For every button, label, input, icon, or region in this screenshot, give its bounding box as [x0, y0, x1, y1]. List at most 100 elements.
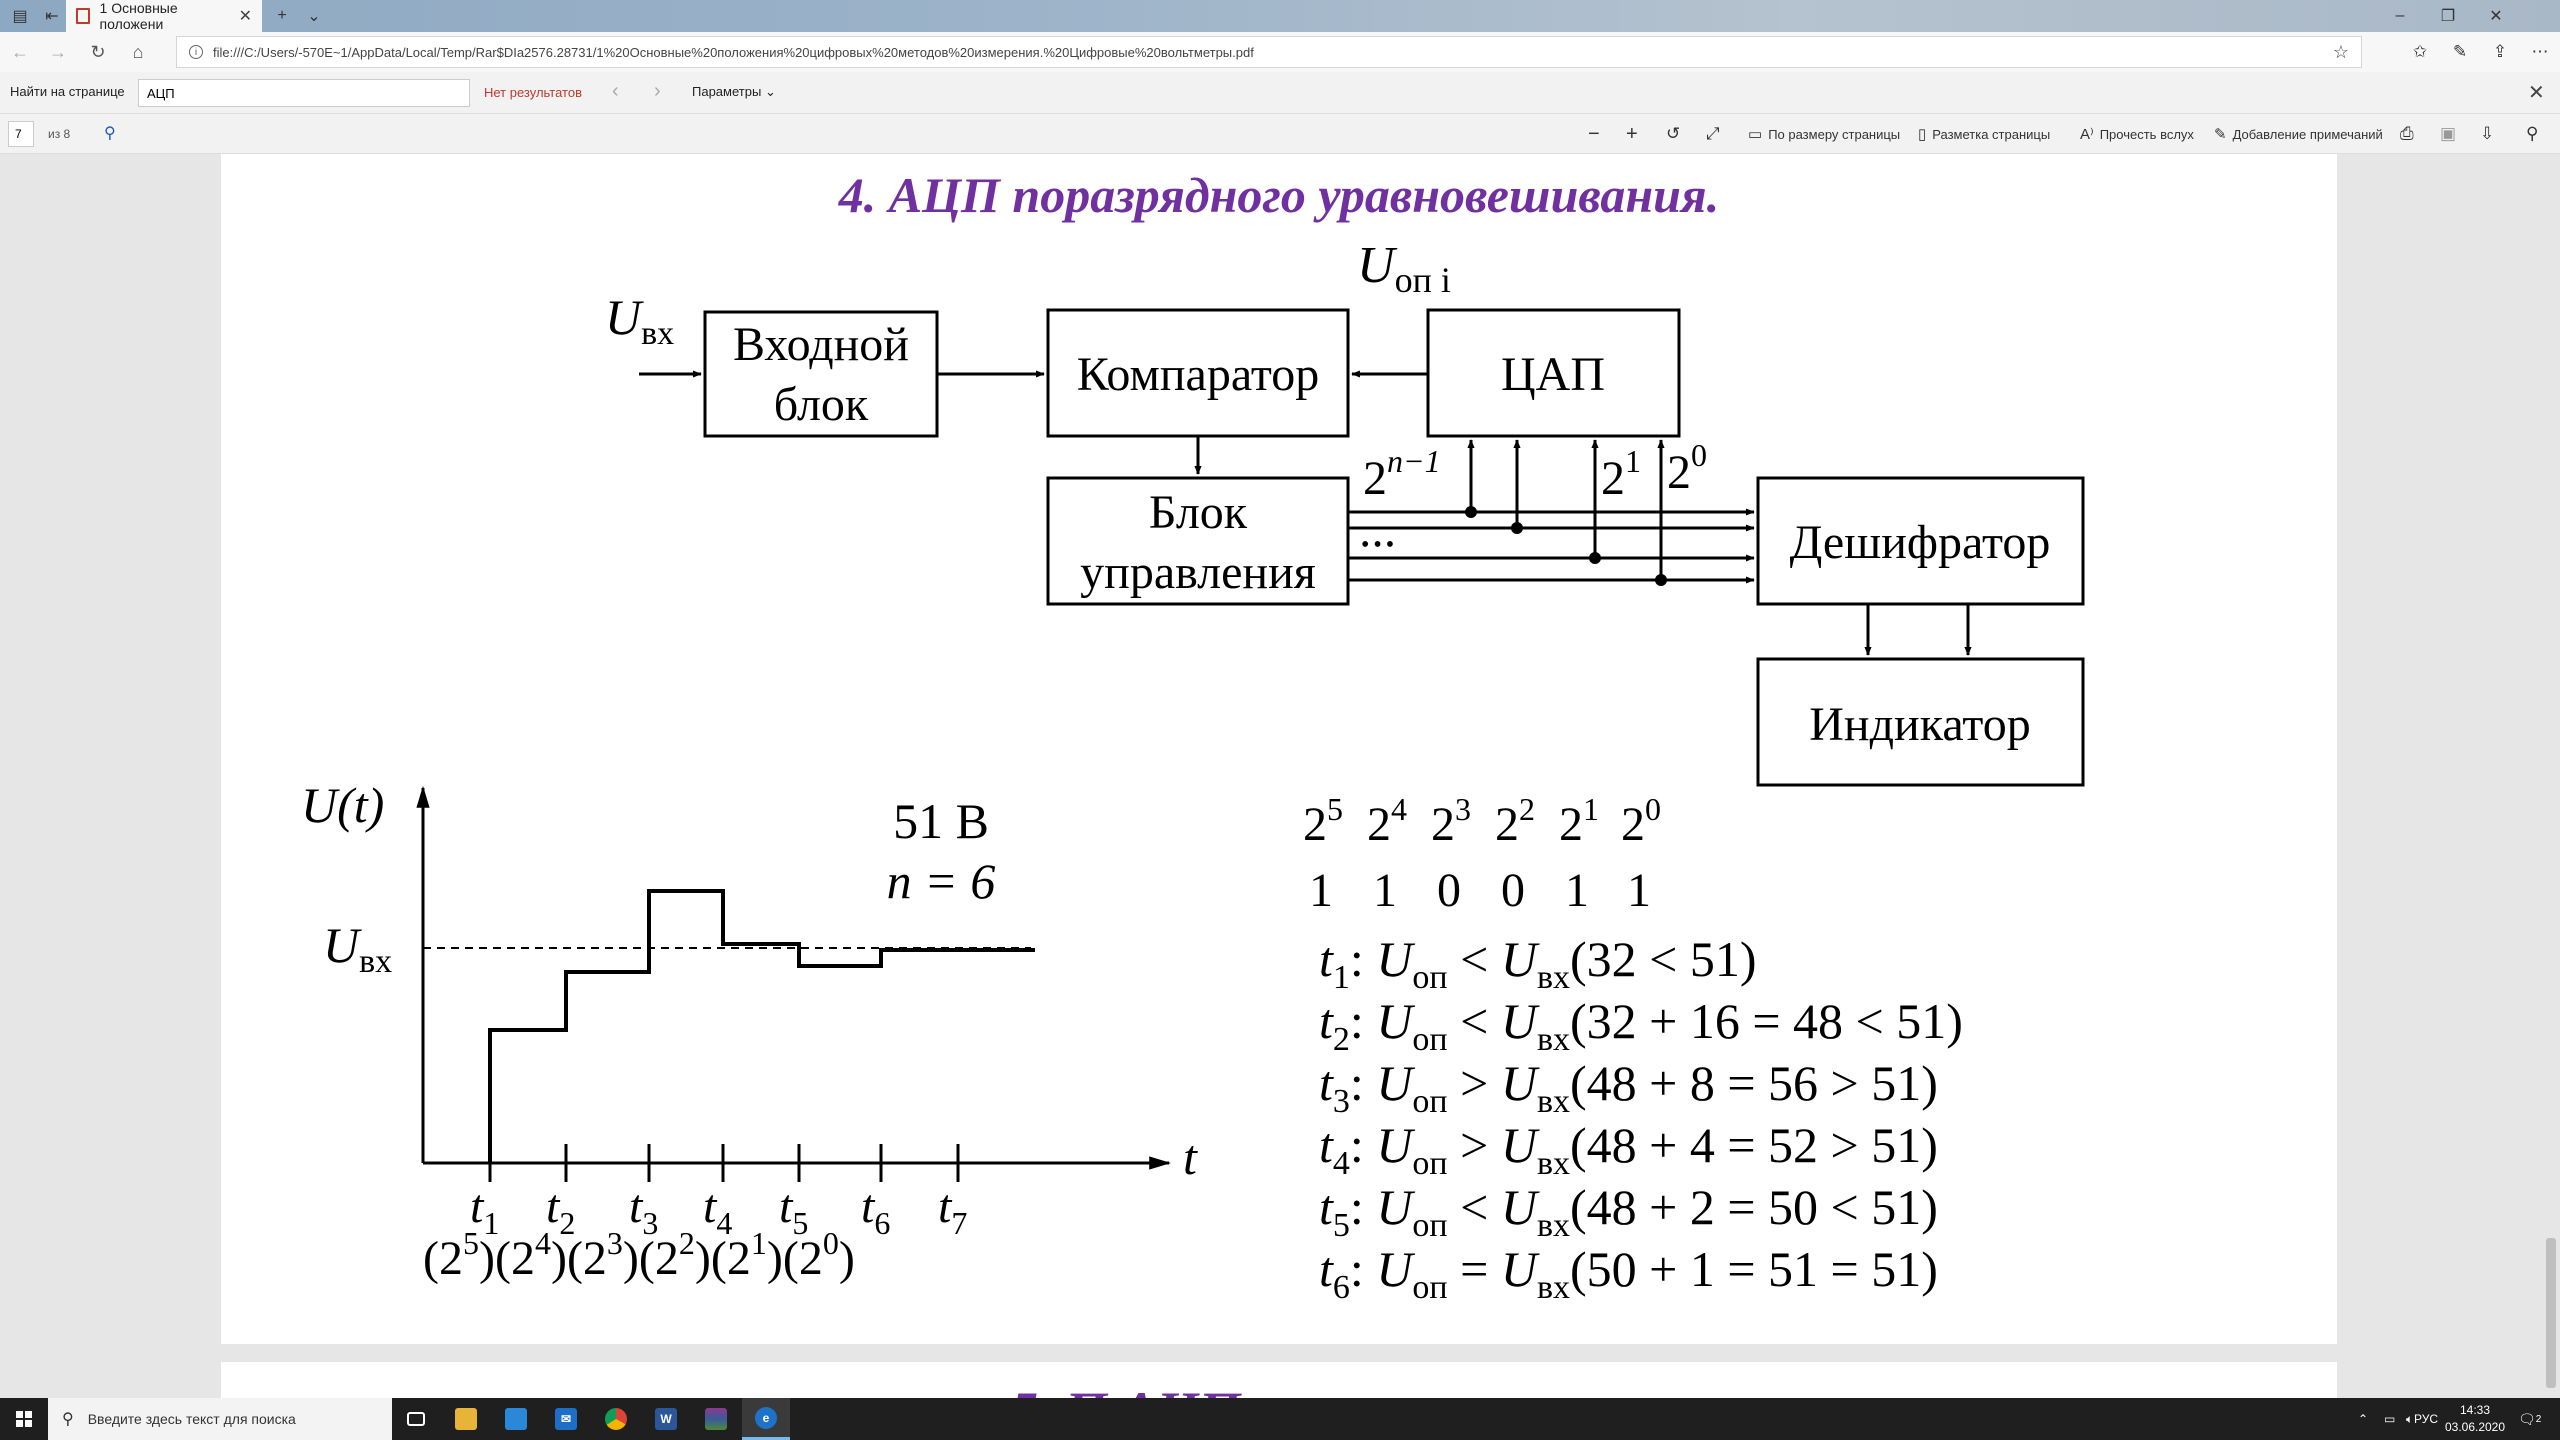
- find-options-button[interactable]: Параметры ⌄: [692, 84, 776, 100]
- favorites-icon[interactable]: ✩: [2412, 42, 2428, 61]
- time-ticks: [488, 1144, 960, 1182]
- clock[interactable]: 14:33 03.06.2020: [2444, 1402, 2506, 1436]
- tab-title: 1 Основные положени: [99, 0, 178, 32]
- notifications-button[interactable]: 🗨︎2: [2518, 1410, 2542, 1427]
- start-button[interactable]: [0, 1398, 48, 1440]
- taskbar-explorer[interactable]: [442, 1398, 490, 1440]
- print-icon[interactable]: ⎙: [2400, 124, 2414, 143]
- taskbar-store[interactable]: [492, 1398, 540, 1440]
- back-icon[interactable]: ←: [11, 41, 29, 62]
- bit-weight: (2: [639, 1232, 679, 1285]
- more-menu-icon[interactable]: ⋯: [2531, 42, 2549, 61]
- balancing-step: t1: Uоп < Uвх(32 < 51): [1319, 931, 1757, 996]
- annotate-button[interactable]: ✎Добавление примечаний: [2214, 114, 2383, 154]
- tab-active[interactable]: 1 Основные положени ✕: [66, 0, 262, 32]
- restore-icon[interactable]: ❐: [2440, 8, 2456, 25]
- graph-u-in-label: Uвх: [323, 917, 392, 980]
- language-label: РУС: [2414, 1412, 2439, 1426]
- tab-actions-icon[interactable]: ▤: [12, 8, 28, 25]
- u-in-label: Uвх: [605, 289, 674, 352]
- zoom-out-icon[interactable]: −: [1588, 122, 1600, 145]
- tab-close-icon[interactable]: ✕: [238, 8, 252, 25]
- input-block-line1: Входной: [733, 318, 909, 371]
- rotate-icon[interactable]: ↺: [1666, 124, 1681, 143]
- bit-value: 1: [1309, 864, 1333, 917]
- taskbar: ⚲ Введите здесь текст для поиска ✉ W e ⌃…: [0, 1398, 2560, 1440]
- tabs-aside-icon[interactable]: ⇤: [45, 8, 59, 25]
- forward-icon[interactable]: →: [49, 41, 67, 62]
- tab-list-chevron-icon[interactable]: ⌄: [307, 8, 321, 25]
- read-aloud-icon: A⁾: [2080, 126, 2094, 143]
- page-number-input[interactable]: [8, 121, 34, 147]
- taskbar-search-input[interactable]: ⚲ Введите здесь текст для поиска: [48, 1398, 392, 1440]
- task-view-button[interactable]: [392, 1398, 440, 1440]
- winrar-icon: [705, 1408, 727, 1430]
- pin-toolbar-icon[interactable]: ⚲: [2526, 124, 2539, 143]
- chrome-icon: [605, 1408, 627, 1430]
- save-icon[interactable]: ▣: [2440, 124, 2457, 143]
- search-icon: ⚲: [62, 1411, 74, 1428]
- address-bar: ← → ↻ ⌂ i file:///C:/Users/-570E~1/AppDa…: [0, 32, 2560, 72]
- save-as-icon[interactable]: ⇩: [2480, 124, 2495, 143]
- close-window-icon[interactable]: ✕: [2489, 8, 2503, 25]
- tray-expand-icon[interactable]: ⌃: [2358, 1412, 2369, 1426]
- read-aloud-button[interactable]: A⁾Прочесть вслух: [2080, 114, 2194, 154]
- taskbar-chrome[interactable]: [592, 1398, 640, 1440]
- balancing-step: t2: Uоп < Uвх(32 + 16 = 48 < 51): [1319, 993, 1963, 1058]
- time-tick-label: t2: [546, 1180, 575, 1241]
- share-icon[interactable]: ⇪: [2492, 42, 2508, 61]
- taskbar-word[interactable]: W: [642, 1398, 690, 1440]
- junction-dot: [1465, 506, 1477, 518]
- input-block-line2: блок: [774, 378, 869, 431]
- chevron-down-icon: ⌄: [764, 84, 776, 99]
- step-signal: [488, 889, 1035, 1163]
- bit-weight: (2: [423, 1232, 463, 1285]
- volume-icon[interactable]: 🔈︎: [2406, 1411, 2414, 1426]
- vertical-scrollbar-thumb[interactable]: [2546, 1238, 2556, 1388]
- url-input[interactable]: i file:///C:/Users/-570E~1/AppData/Local…: [176, 36, 2362, 68]
- taskbar-mail[interactable]: ✉: [542, 1398, 590, 1440]
- control-block: [1046, 476, 1350, 606]
- find-input[interactable]: [138, 79, 470, 107]
- find-previous-icon[interactable]: ‹: [612, 80, 619, 102]
- new-tab-button[interactable]: +: [277, 7, 287, 24]
- zoom-in-icon[interactable]: +: [1626, 122, 1638, 145]
- balancing-step: t5: Uоп < Uвх(48 + 2 = 50 < 51): [1319, 1179, 1938, 1244]
- annotate-label: Добавление примечаний: [2232, 126, 2383, 142]
- word-icon: W: [655, 1408, 677, 1430]
- search-icon[interactable]: ⚲: [104, 125, 116, 142]
- refresh-icon[interactable]: ↻: [90, 41, 106, 62]
- graph-xlabel: t: [1183, 1129, 1198, 1185]
- info-icon[interactable]: i: [189, 45, 203, 59]
- balancing-step: t4: Uоп > Uвх(48 + 4 = 52 > 51): [1319, 1117, 1938, 1182]
- find-result-text: Нет результатов: [484, 85, 582, 100]
- block-diagram: [639, 308, 2085, 787]
- bit-power: 20: [1621, 791, 1661, 851]
- favorite-star-icon[interactable]: ☆: [2332, 41, 2349, 62]
- notes-pen-icon[interactable]: ✎: [2452, 42, 2468, 61]
- control-block-line2: управления: [1080, 546, 1316, 599]
- bit-power: 23: [1431, 791, 1471, 851]
- minimize-icon[interactable]: –: [2395, 7, 2405, 24]
- task-view-icon: [407, 1412, 425, 1426]
- fullscreen-icon[interactable]: ⤢: [1706, 124, 1720, 143]
- clock-time: 14:33: [2459, 1403, 2491, 1417]
- balancing-steps: t1: Uоп < Uвх(32 < 51)t2: Uоп < Uвх(32 +…: [1319, 931, 1963, 1306]
- find-close-icon[interactable]: ✕: [2528, 82, 2545, 104]
- network-icon[interactable]: ▭: [2384, 1412, 2396, 1426]
- find-next-icon[interactable]: ›: [654, 80, 661, 102]
- taskbar-edge[interactable]: e: [742, 1398, 790, 1440]
- mail-icon: ✉: [555, 1408, 577, 1430]
- tray-lang[interactable]: РУС: [2414, 1398, 2438, 1440]
- home-icon[interactable]: ⌂: [132, 41, 144, 62]
- indicator-block: [1756, 657, 2085, 787]
- fit-page-button[interactable]: ▭По размеру страницы: [1748, 114, 1900, 154]
- page-layout-button[interactable]: ▯Разметка страницы: [1918, 114, 2050, 154]
- document-viewport[interactable]: 4. АЦП поразрядного уравновешивания.: [0, 154, 2560, 1398]
- fit-page-icon: ▭: [1748, 126, 1763, 143]
- dac-label: ЦАП: [1501, 348, 1605, 401]
- junction-dot: [1655, 574, 1667, 586]
- bit-weight: (2: [495, 1232, 535, 1285]
- taskbar-winrar[interactable]: [692, 1398, 740, 1440]
